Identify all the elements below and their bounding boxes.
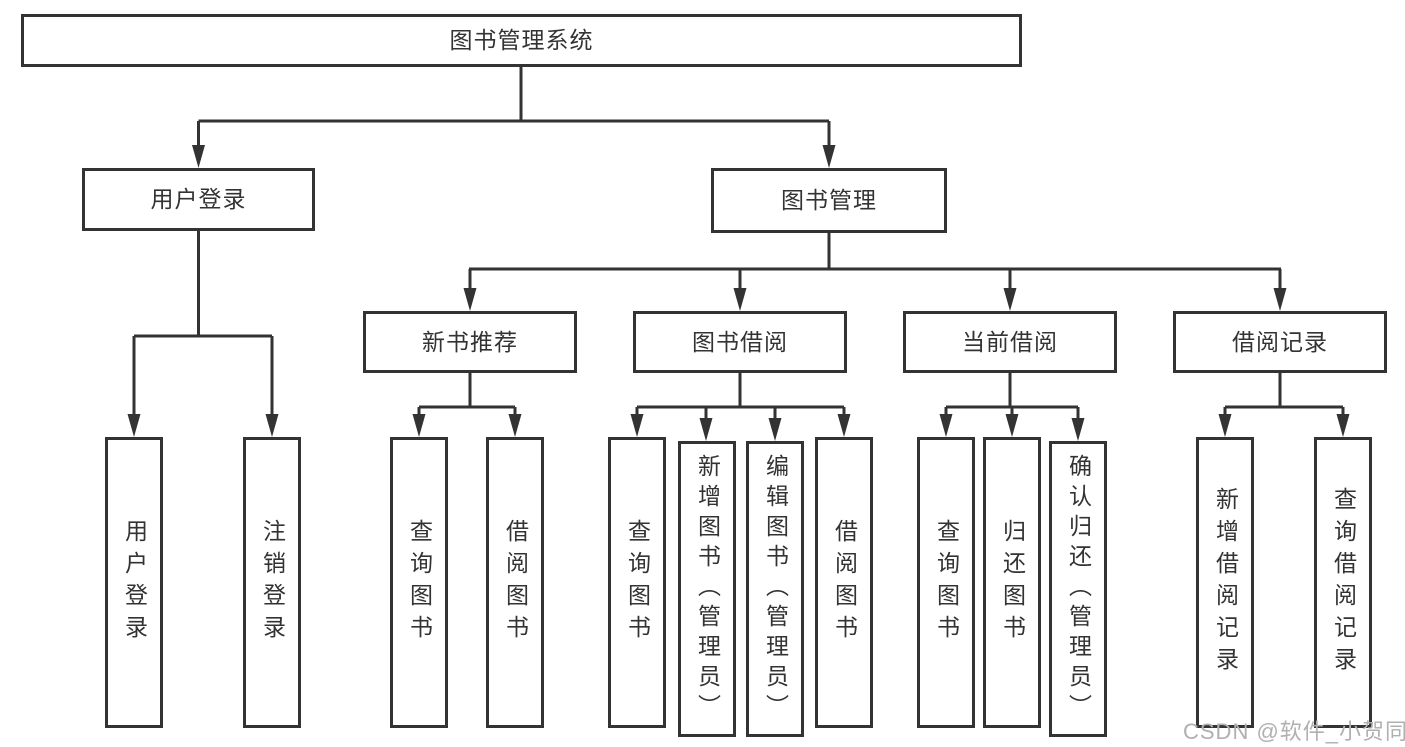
leaf-query-books-borrow: 查询图书 — [608, 437, 666, 728]
leaf-query-borrow-record: 查询借阅记录 — [1314, 437, 1372, 728]
leaf-query-books-rec: 查询图书 — [390, 437, 448, 728]
node-book-management: 图书管理 — [711, 168, 947, 233]
node-user-login: 用户登录 — [82, 168, 315, 231]
leaf-add-borrow-record: 新增借阅记录 — [1196, 437, 1254, 728]
leaf-user-login: 用户登录 — [105, 437, 163, 728]
node-new-book-recommend: 新书推荐 — [363, 311, 577, 373]
node-book-borrowing: 图书借阅 — [633, 311, 847, 373]
leaf-borrow-books-rec: 借阅图书 — [486, 437, 544, 728]
leaf-edit-book-admin: 编辑图书（管理员） — [746, 441, 804, 737]
leaf-return-book: 归还图书 — [983, 437, 1041, 728]
node-borrowing-records: 借阅记录 — [1173, 311, 1387, 373]
leaf-add-book-admin: 新增图书（管理员） — [678, 441, 736, 737]
leaf-logout: 注销登录 — [243, 437, 301, 728]
leaf-query-books-current: 查询图书 — [917, 437, 975, 728]
node-current-borrowing: 当前借阅 — [903, 311, 1117, 373]
leaf-confirm-return-admin: 确认归还（管理员） — [1049, 441, 1107, 737]
csdn-watermark: CSDN @软件_小贺同学 — [1183, 719, 1405, 744]
node-library-management-system: 图书管理系统 — [21, 14, 1022, 67]
leaf-borrow-books: 借阅图书 — [815, 437, 873, 728]
